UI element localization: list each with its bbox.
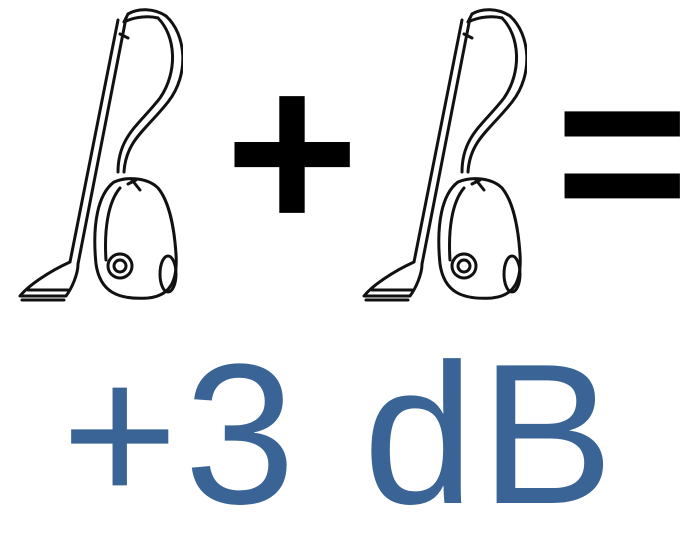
- vacuum-cleaner-icon: [352, 4, 527, 306]
- vacuum-cleaner-icon: [8, 4, 183, 306]
- plus-operator: +: [212, 22, 372, 282]
- result-text: +3 dB: [0, 330, 681, 540]
- equals-operator: =: [555, 22, 681, 282]
